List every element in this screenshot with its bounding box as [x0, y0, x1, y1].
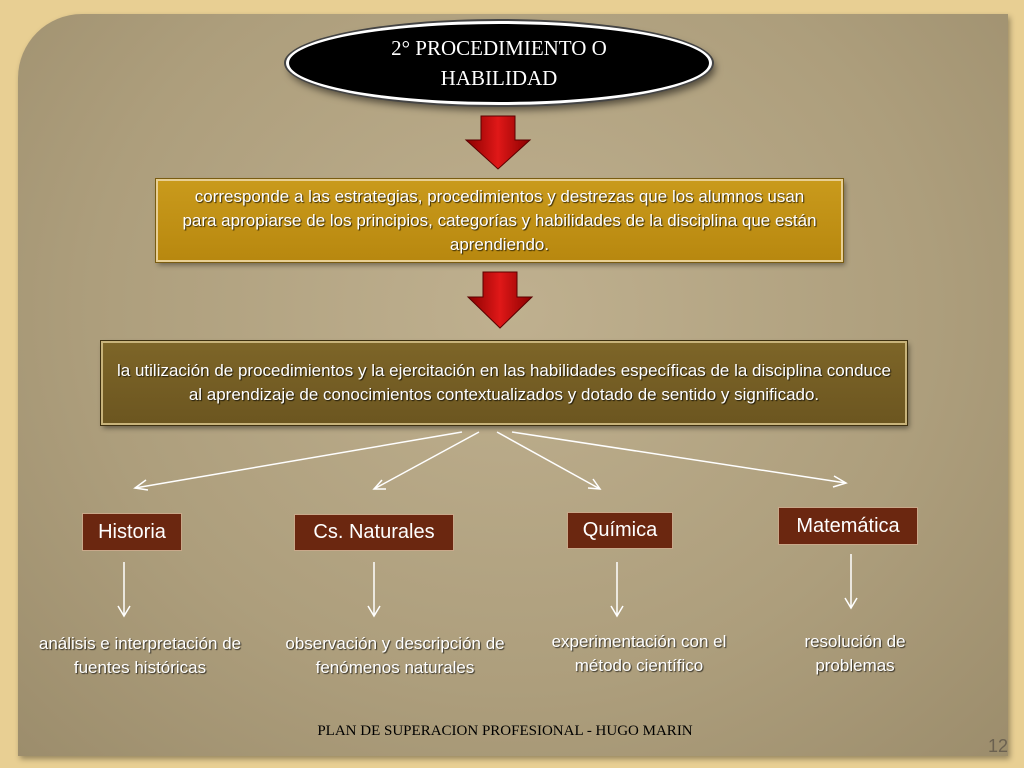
title-line-2: HABILIDAD [440, 66, 558, 90]
category-label-historia: Historia [82, 513, 182, 551]
title-oval: 2° PROCEDIMIENTO O HABILIDAD [286, 21, 712, 105]
branch-arrow-quimica [496, 431, 601, 490]
arrowhead-icon [133, 479, 149, 491]
explanation-text: la utilización de procedimientos y la ej… [117, 361, 891, 404]
definition-box: corresponde a las estrategias, procedimi… [156, 179, 843, 262]
category-label-matematica: Matemática [778, 507, 918, 545]
arrowhead-icon [844, 597, 858, 610]
down-arrow-red-icon [466, 271, 534, 329]
branch-arrow-matematica [511, 431, 847, 484]
arrowhead-icon [117, 605, 131, 618]
arrowhead-icon [832, 475, 848, 488]
footer-text: PLAN DE SUPERACION PROFESIONAL - HUGO MA… [317, 723, 693, 739]
arrowhead-icon [587, 478, 602, 490]
branch-arrow-naturales [373, 431, 480, 490]
category-label-naturales: Cs. Naturales [294, 514, 454, 551]
arrowhead-icon [367, 605, 381, 618]
slide-title: 2° PROCEDIMIENTO O HABILIDAD [369, 33, 629, 93]
explanation-box: la utilización de procedimientos y la ej… [101, 341, 907, 425]
category-label-quimica: Química [567, 512, 673, 549]
category-description-matematica: resolución de problemas [804, 632, 906, 675]
category-description-quimica: experimentación con el método científico [551, 632, 727, 675]
arrowhead-icon [610, 605, 624, 618]
title-line-1: 2° PROCEDIMIENTO O [391, 36, 607, 60]
page-number: 12 [987, 736, 1008, 756]
category-description-naturales: observación y descripción de fenómenos n… [285, 634, 505, 677]
arrowhead-icon [372, 479, 386, 490]
definition-text: corresponde a las estrategias, procedimi… [182, 186, 817, 254]
down-arrow-red-icon [464, 115, 532, 170]
branch-arrow-historia [134, 431, 463, 489]
category-description-historia: análisis e interpretación de fuentes his… [38, 634, 242, 677]
